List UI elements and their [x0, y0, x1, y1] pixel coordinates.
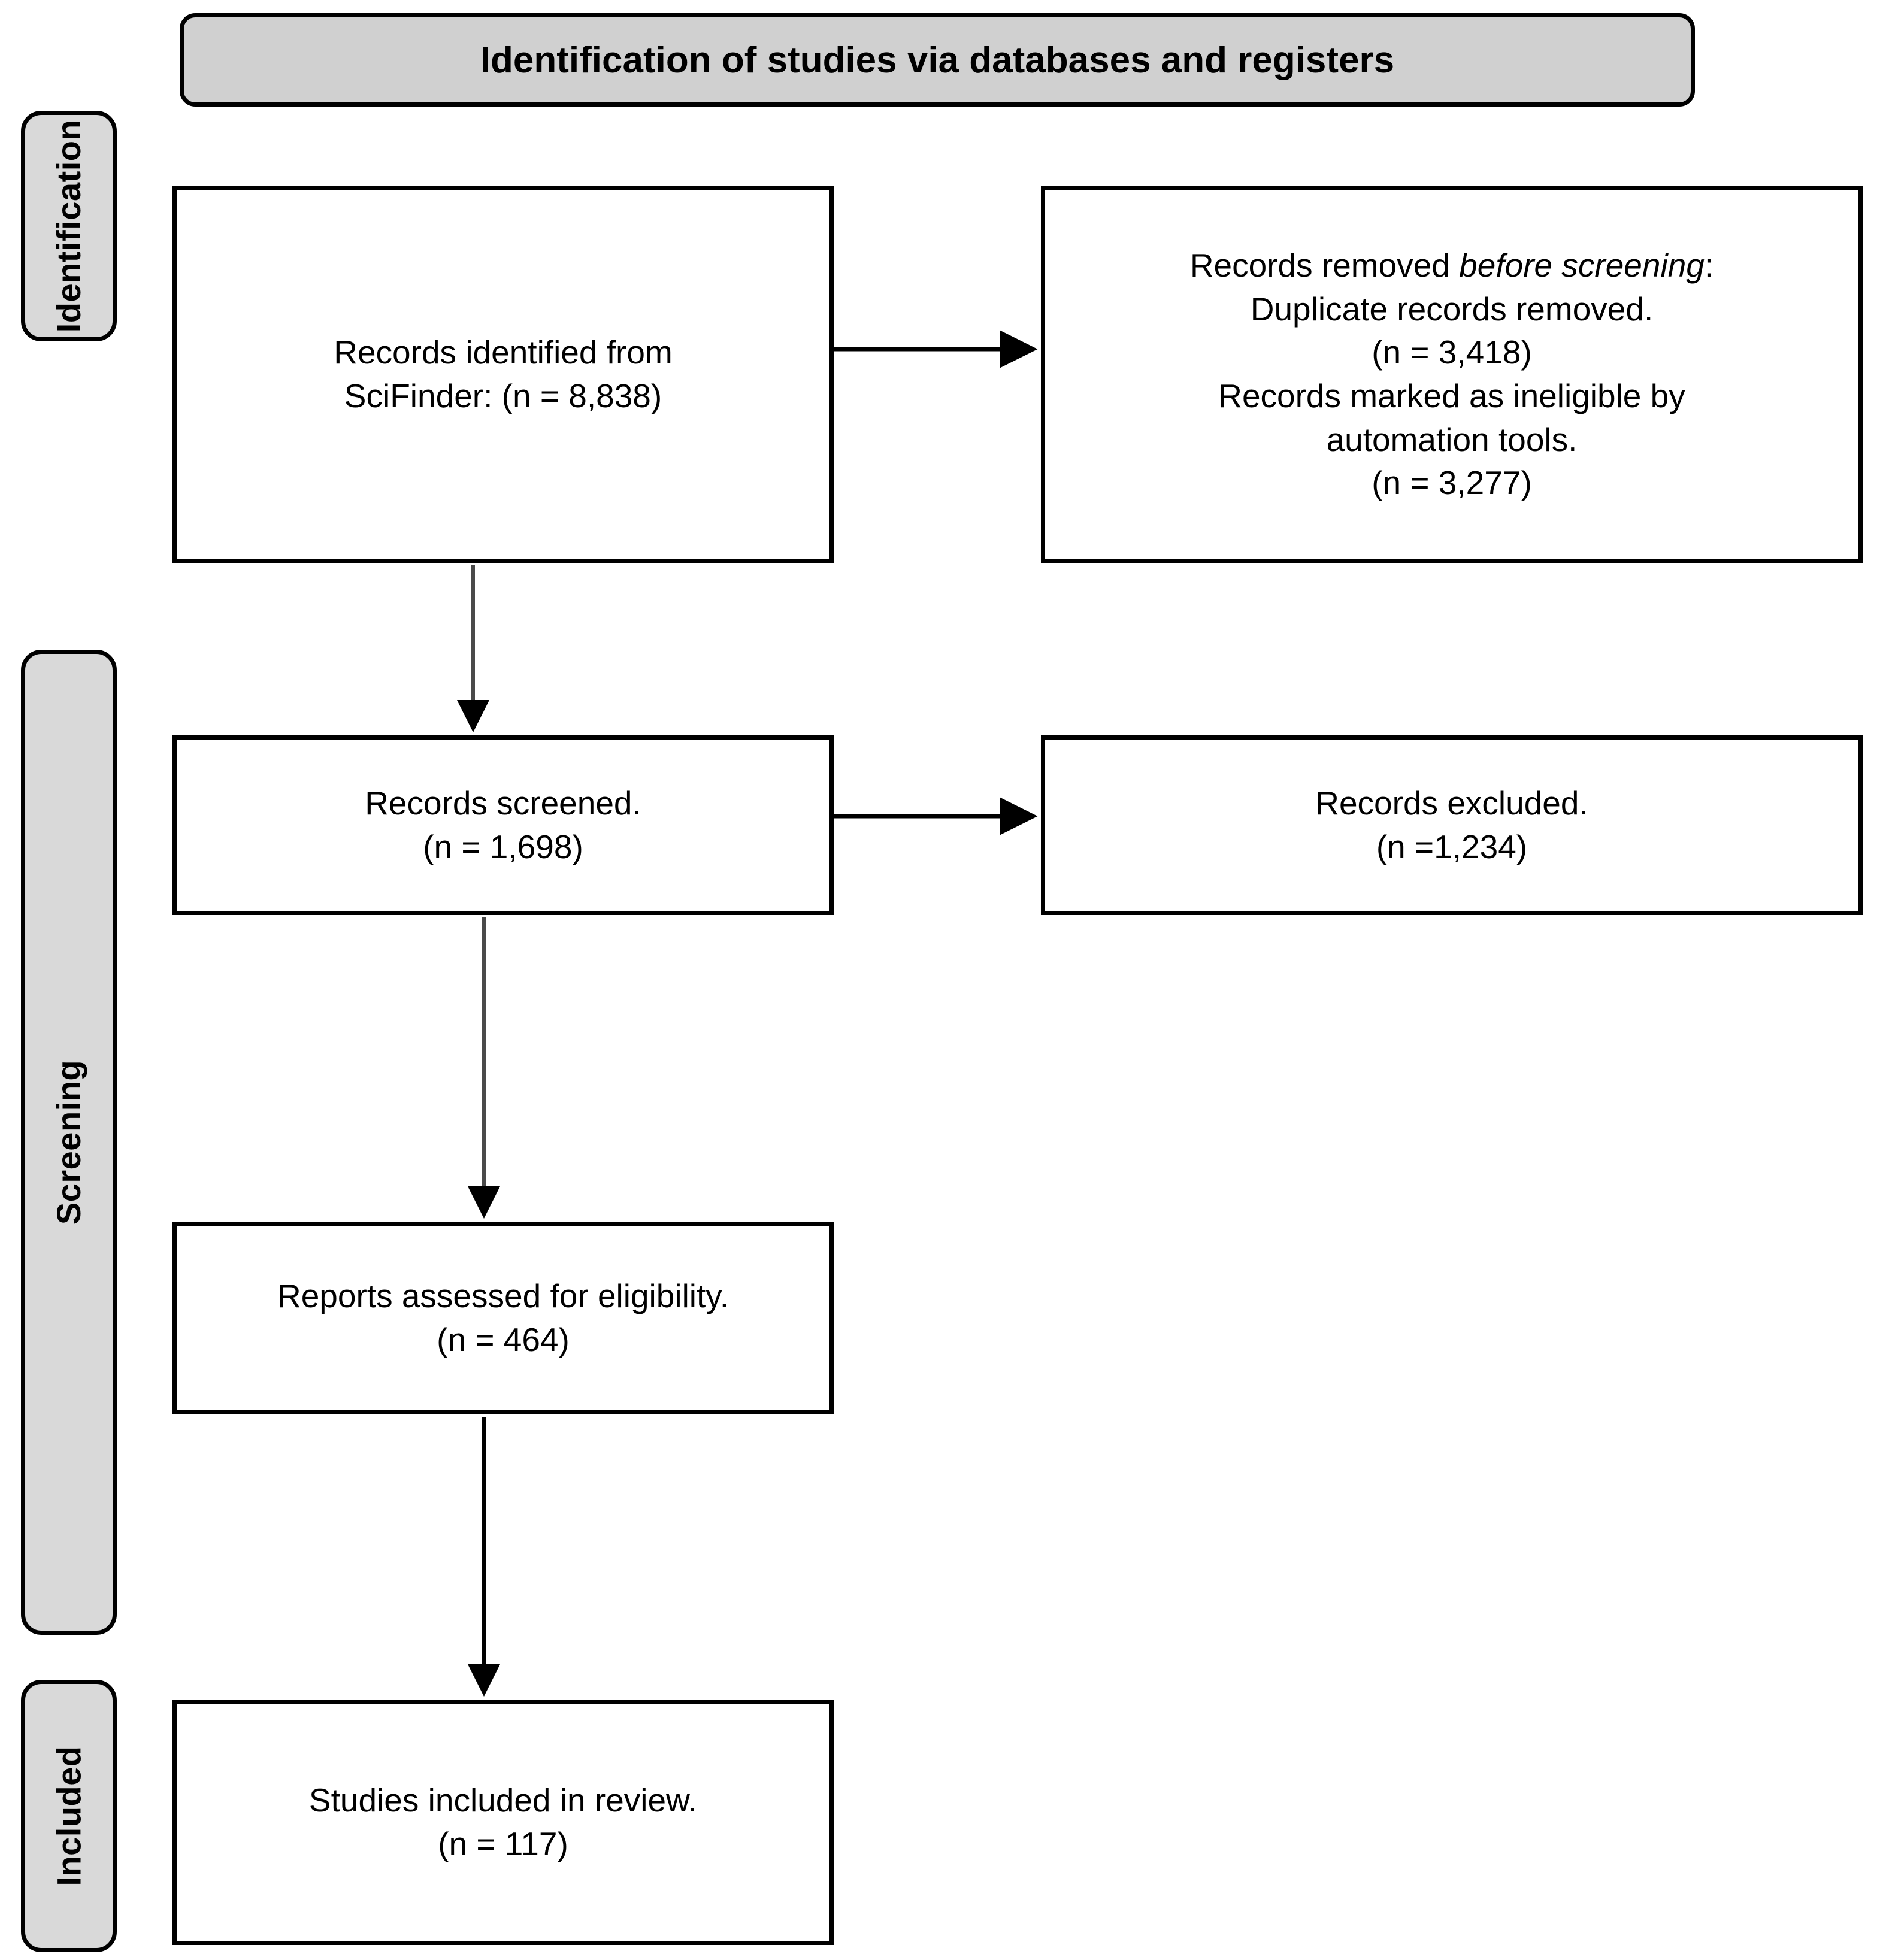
box-records-removed-line-1: Records removed before screening: — [1190, 244, 1713, 287]
page-title: Identification of studies via databases … — [480, 39, 1395, 81]
box-records-screened-line-2: (n = 1,698) — [423, 828, 583, 865]
stage-pill-identification: Identification — [21, 111, 117, 341]
box-records-removed-line-2: Duplicate records removed. — [1250, 290, 1654, 328]
box-reports-assessed-line-1: Reports assessed for eligibility. — [277, 1277, 729, 1315]
box-records-excluded-line-1: Records excluded. — [1315, 784, 1588, 822]
box-records-identified: Records identified from SciFinder: (n = … — [172, 186, 834, 563]
box-records-excluded: Records excluded. (n =1,234) — [1041, 735, 1863, 915]
stage-label-included: Included — [50, 1746, 88, 1886]
box-records-excluded-line-2: (n =1,234) — [1376, 828, 1528, 865]
box-records-screened-line-1: Records screened. — [365, 784, 641, 822]
box-records-removed-line-4: Records marked as ineligible by — [1218, 377, 1685, 414]
stage-label-screening: Screening — [50, 1059, 88, 1225]
stage-pill-screening: Screening — [21, 650, 117, 1635]
box-records-identified-line-2: SciFinder: (n = 8,838) — [344, 377, 662, 414]
box-studies-included-line-1: Studies included in review. — [308, 1782, 698, 1819]
box-reports-assessed-line-2: (n = 464) — [437, 1321, 570, 1358]
box-records-removed-line-1-suffix: : — [1704, 247, 1714, 284]
box-records-removed-line-1-prefix: Records removed — [1189, 247, 1460, 284]
box-records-removed: Records removed before screening: Duplic… — [1041, 186, 1863, 563]
box-records-removed-line-5: automation tools. — [1326, 420, 1578, 458]
box-studies-included: Studies included in review. (n = 117) — [172, 1700, 834, 1945]
box-records-identified-line-1: Records identified from — [334, 334, 673, 371]
box-records-screened: Records screened. (n = 1,698) — [172, 735, 834, 915]
stage-pill-included: Included — [21, 1680, 117, 1952]
box-reports-assessed: Reports assessed for eligibility. (n = 4… — [172, 1222, 834, 1414]
box-records-removed-line-1-italic: before screening — [1459, 247, 1705, 284]
box-records-removed-line-6: (n = 3,277) — [1372, 464, 1532, 502]
box-records-removed-line-3: (n = 3,418) — [1372, 334, 1532, 371]
stage-label-identification: Identification — [50, 119, 88, 333]
box-studies-included-line-2: (n = 117) — [438, 1825, 568, 1862]
diagram-header-banner: Identification of studies via databases … — [180, 13, 1695, 107]
